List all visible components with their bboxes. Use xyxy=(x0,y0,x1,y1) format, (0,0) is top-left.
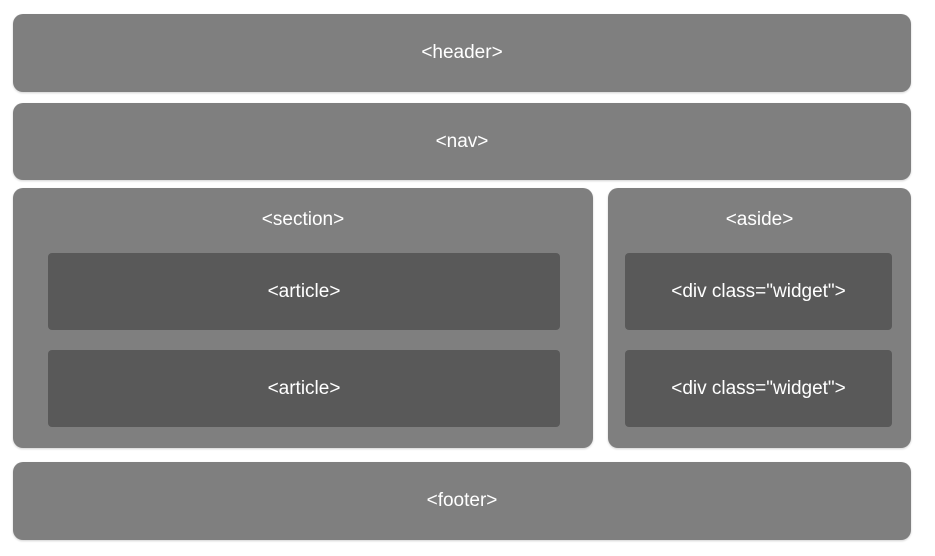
article-box: <article> xyxy=(48,350,560,427)
section-box: <section> <article> <article> xyxy=(13,188,593,448)
aside-box: <aside> <div class="widget"> <div class=… xyxy=(608,188,911,448)
section-label: <section> xyxy=(261,209,345,230)
widget-box: <div class="widget"> xyxy=(625,253,892,330)
widget-box: <div class="widget"> xyxy=(625,350,892,427)
aside-label: <aside> xyxy=(725,209,794,230)
nav-box: <nav> xyxy=(13,103,911,180)
article-box: <article> xyxy=(48,253,560,330)
footer-box: <footer> xyxy=(13,462,911,540)
header-box: <header> xyxy=(13,14,911,92)
